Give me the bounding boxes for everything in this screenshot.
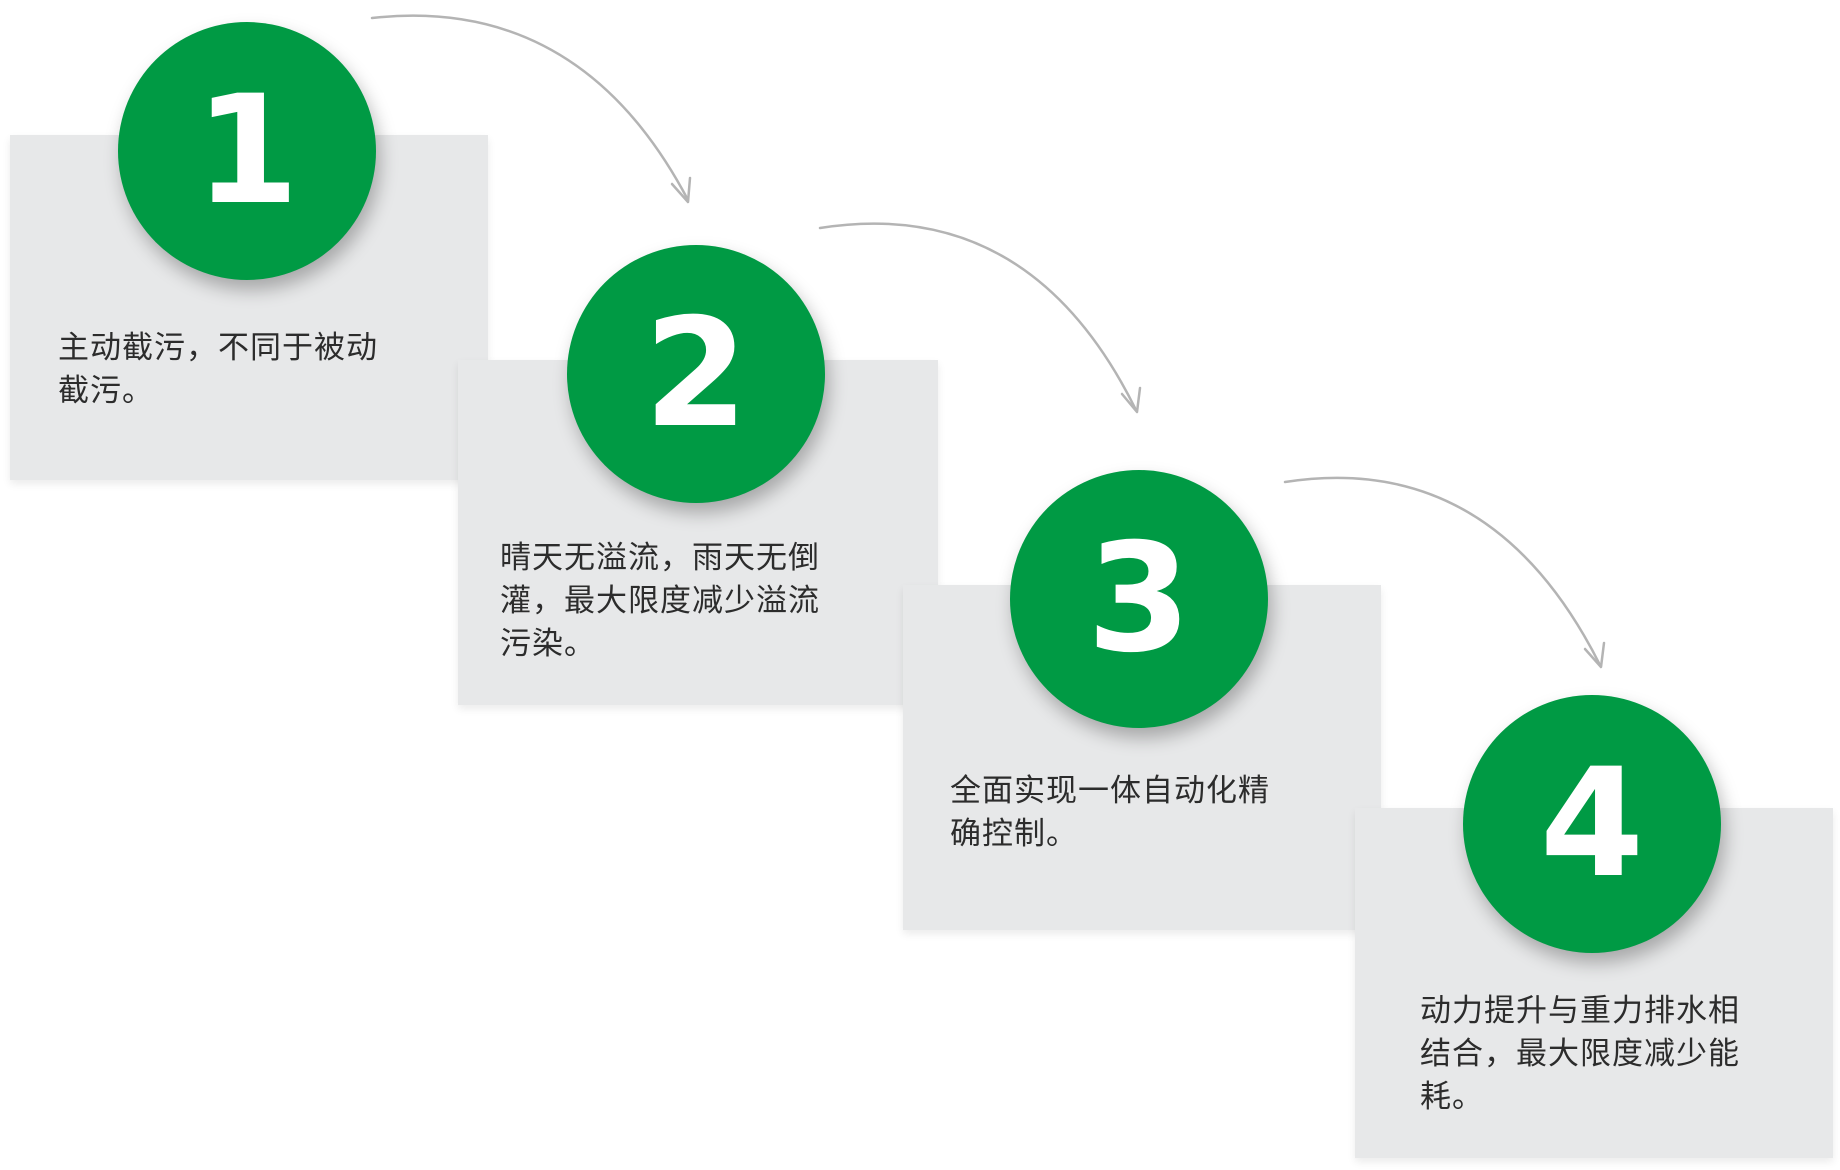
step-3-circle: 3 <box>1010 470 1268 728</box>
step-1-text-line: 主动截污，不同于被动 <box>58 330 378 366</box>
arrow-curve <box>370 14 690 202</box>
arrow-3-to-4 <box>1283 476 1606 669</box>
arrow-1-to-2 <box>370 14 692 204</box>
step-2-text-line: 污染。 <box>500 626 596 662</box>
step-2-circle: 2 <box>567 245 825 503</box>
step-1-number: 1 <box>194 64 300 238</box>
step-2-text-line: 灌，最大限度减少溢流 <box>500 583 820 619</box>
step-3-number: 3 <box>1086 512 1192 686</box>
step-1-card-tab <box>435 135 488 337</box>
step-2-text: 晴天无溢流，雨天无倒 灌，最大限度减少溢流 污染。 <box>500 537 820 666</box>
arrowhead <box>1583 641 1606 669</box>
arrow-curve <box>1283 476 1602 667</box>
arrowhead <box>1120 386 1142 414</box>
step-4-circle: 4 <box>1463 695 1721 953</box>
step-1-text-line: 截污。 <box>58 373 154 409</box>
step-4-number: 4 <box>1539 737 1645 911</box>
step-4-text-line: 耗。 <box>1420 1079 1484 1115</box>
step-1-circle: 1 <box>118 22 376 280</box>
step-3-text: 全面实现一体自动化精 确控制。 <box>950 770 1270 856</box>
step-4-text-line: 动力提升与重力排水相 <box>1420 993 1740 1029</box>
step-4-text: 动力提升与重力排水相 结合，最大限度减少能 耗。 <box>1420 990 1740 1119</box>
step-3-text-line: 全面实现一体自动化精 <box>950 773 1270 809</box>
step-3-text-line: 确控制。 <box>950 816 1078 852</box>
step-1-text: 主动截污，不同于被动 截污。 <box>58 327 378 413</box>
step-4-text-line: 结合，最大限度减少能 <box>1420 1036 1740 1072</box>
step-2-text-line: 晴天无溢流，雨天无倒 <box>500 540 820 576</box>
arrow-2-to-3 <box>818 222 1142 414</box>
arrow-curve <box>818 222 1138 412</box>
step-2-number: 2 <box>643 287 749 461</box>
arrowhead <box>670 176 692 204</box>
